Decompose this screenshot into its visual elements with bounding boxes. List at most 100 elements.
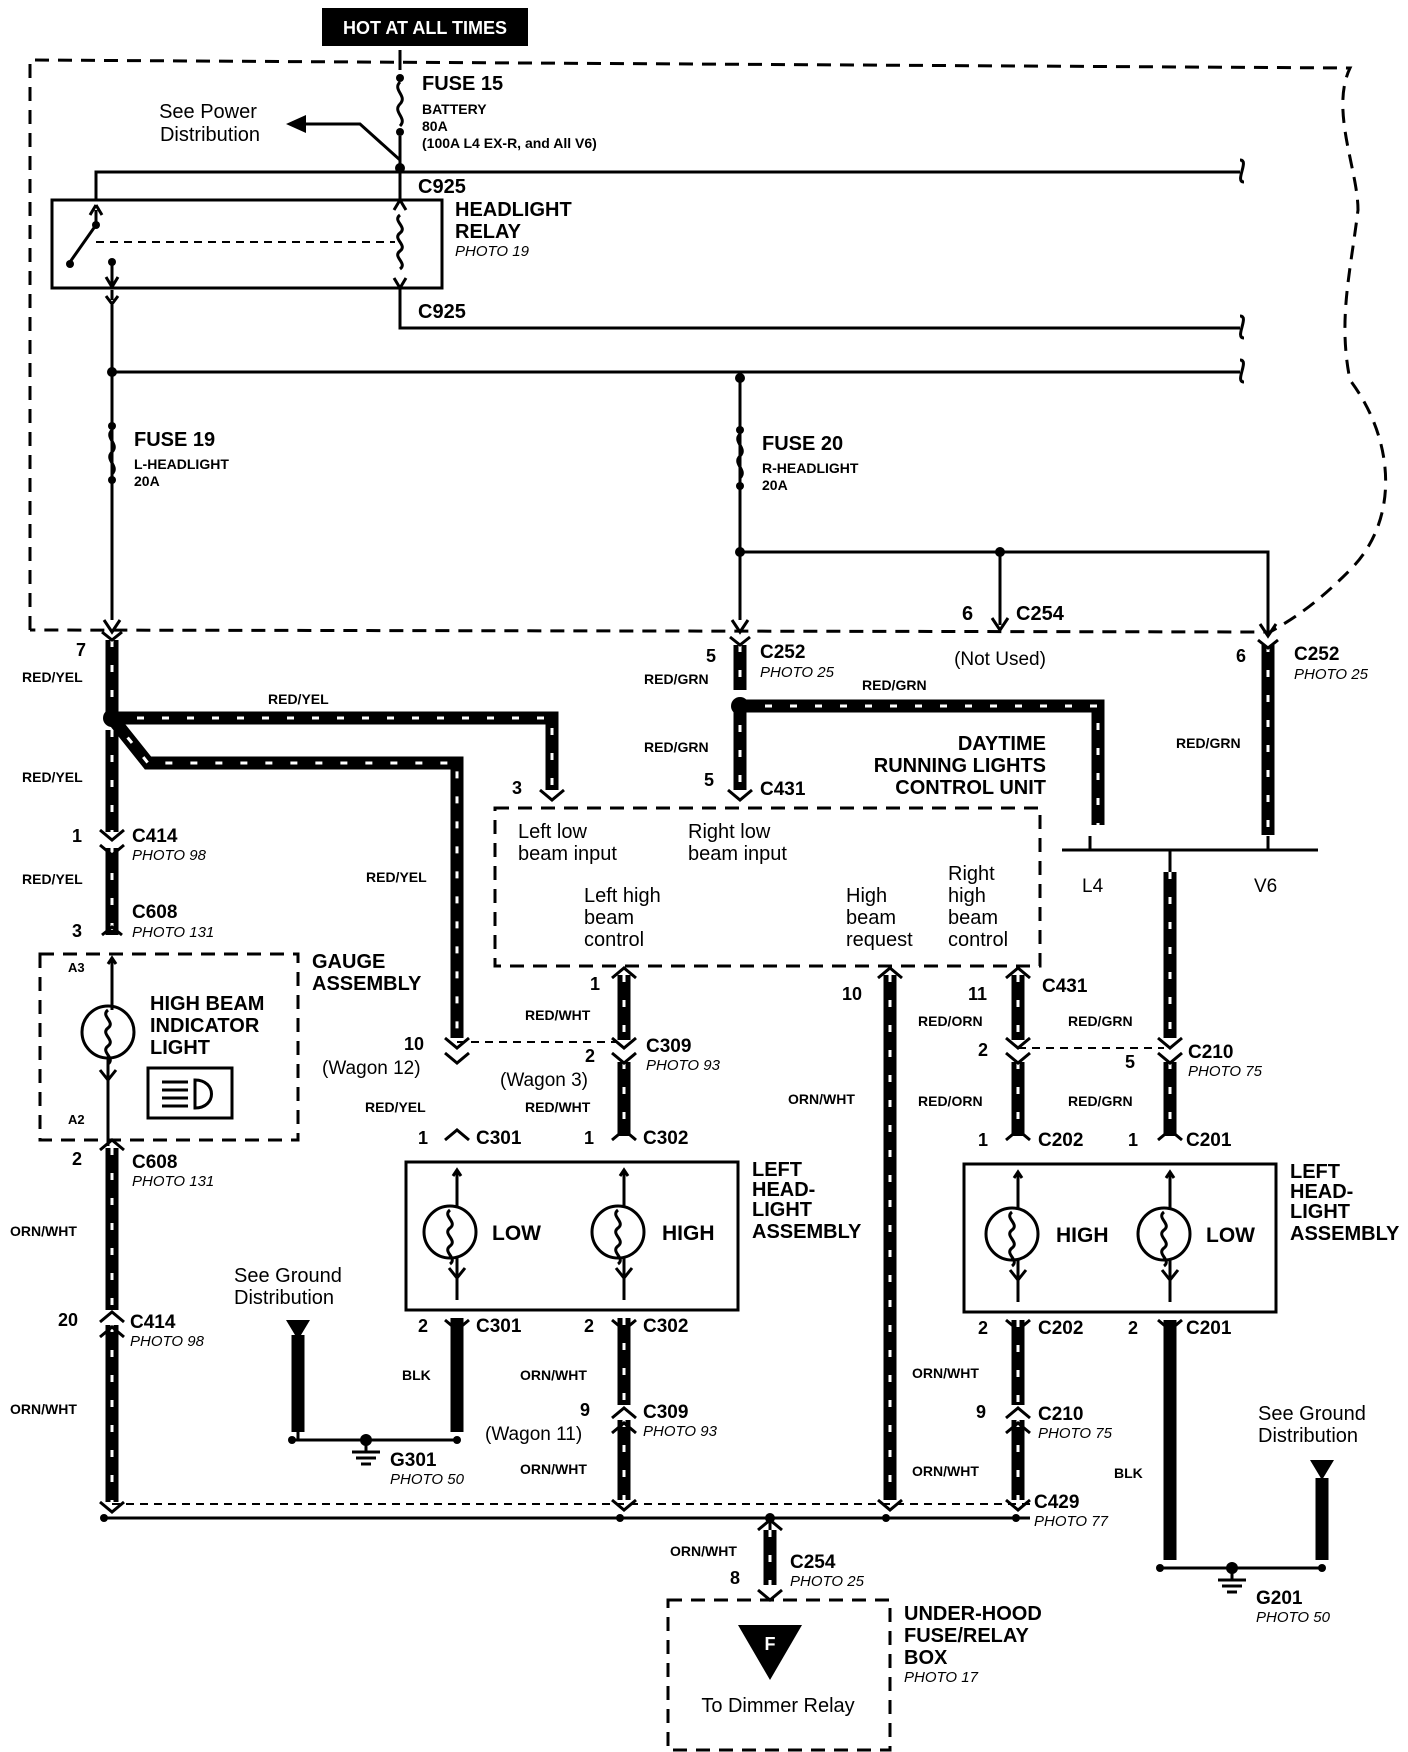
fuse15-terminal-top: [396, 74, 404, 82]
left-high-label: HIGH: [662, 1222, 715, 1245]
ground-left-label-1: See Ground: [234, 1265, 342, 1287]
c429-photo: PHOTO 77: [1034, 1513, 1109, 1530]
right-assy-title-4: ASSEMBLY: [1290, 1223, 1400, 1245]
c309-bottom-photo: PHOTO 93: [643, 1423, 718, 1440]
wire-label-7: RED/GRN: [644, 671, 709, 687]
c414-photo: PHOTO 98: [132, 847, 207, 864]
power-dist-label-2: Distribution: [160, 124, 260, 146]
c201-bottom-label: C201: [1186, 1318, 1232, 1339]
ground-left-label-2: Distribution: [234, 1287, 334, 1309]
ground-left-arrow-icon: [286, 1320, 310, 1340]
wire-label-5: RED/YEL: [366, 869, 427, 885]
left-assy-title-4: ASSEMBLY: [752, 1221, 862, 1243]
c608-label: C608: [132, 902, 177, 923]
c301-bottom-label: C301: [476, 1316, 522, 1337]
left-headlight-assembly-a: [404, 1160, 740, 1312]
drl-right-high-3: beam: [948, 907, 998, 929]
to-dimmer-relay: To Dimmer Relay: [701, 1695, 854, 1717]
fuse15-rating: BATTERY: [422, 101, 487, 117]
left-assy-title-1: LEFT: [752, 1159, 802, 1181]
pin-2-c202: 2: [978, 1318, 988, 1338]
splice-red-grn: [731, 697, 749, 715]
drl-right-high-2: high: [948, 885, 986, 907]
under-hood-title-3: BOX: [904, 1647, 948, 1669]
wagon-11: (Wagon 11): [485, 1424, 582, 1445]
pin-1-c302: 1: [584, 1128, 594, 1148]
wire-label-4: RED/YEL: [22, 871, 83, 887]
connector-labels: C252 PHOTO 25 C252 PHOTO 25 C431 C414 PH…: [130, 642, 1369, 1626]
pin-1-c414: 1: [72, 826, 82, 846]
under-hood-title-1: UNDER-HOOD: [904, 1603, 1042, 1625]
wire-label-3: RED/YEL: [22, 769, 83, 785]
c210-bottom-label: C210: [1038, 1404, 1083, 1425]
gauge-a2: A2: [68, 1112, 85, 1127]
c202-label: C202: [1038, 1130, 1083, 1151]
c309-label: C309: [646, 1036, 691, 1057]
wire-label-8: RED/GRN: [862, 677, 927, 693]
g301-photo: PHOTO 50: [390, 1471, 465, 1488]
under-hood-photo: PHOTO 17: [904, 1669, 979, 1686]
wire-label-25: BLK: [402, 1367, 431, 1383]
wire-label-11: RED/GRN: [1068, 1013, 1133, 1029]
c608-photo: PHOTO 131: [132, 924, 214, 941]
c254-label: C254: [790, 1552, 836, 1573]
pin-7: 7: [76, 640, 86, 660]
wire-label-23: ORN/WHT: [912, 1463, 979, 1479]
c302-label: C302: [643, 1128, 688, 1149]
c254-top-name: C254: [1016, 603, 1065, 625]
gauge-lamp-3: LIGHT: [150, 1037, 210, 1059]
wire-label-1: RED/YEL: [22, 669, 83, 685]
fuse20-name: FUSE 20: [762, 433, 843, 455]
wire-label-13: RED/WHT: [525, 1007, 591, 1023]
c309-photo: PHOTO 93: [646, 1057, 721, 1074]
connector-f-tag: F: [765, 1634, 776, 1654]
wire-label-24: ORN/WHT: [670, 1543, 737, 1559]
c431-right-label: C431: [1042, 976, 1088, 997]
wire-label-26: BLK: [1114, 1465, 1143, 1481]
c201-label: C201: [1186, 1130, 1232, 1151]
fuse20-label: R-HEADLIGHT: [762, 460, 859, 476]
wire-label-22: ORN/WHT: [912, 1365, 979, 1381]
pin-1-c301: 1: [418, 1128, 428, 1148]
pin-5-c431: 5: [704, 770, 714, 790]
drl-control-unit-box: [493, 806, 1042, 968]
pin-20-c414: 20: [58, 1310, 78, 1330]
fuse15-amps: 80A: [422, 118, 448, 134]
high-beam-bulb-icon: [80, 1004, 136, 1060]
pin-3-c431: 3: [512, 778, 522, 798]
pin-1-c202: 1: [978, 1130, 988, 1150]
wire-label-19: ORN/WHT: [10, 1401, 77, 1417]
fuse15-name: FUSE 15: [422, 73, 503, 95]
under-hood-box: [666, 1598, 892, 1752]
c252-photo: PHOTO 25: [760, 664, 835, 681]
g201-label: G201: [1256, 1588, 1303, 1609]
pin-5-c210: 5: [1125, 1052, 1135, 1072]
ground-g201-icon: [1218, 1562, 1246, 1594]
drl-left-high-3: control: [584, 929, 644, 951]
splice-red-yel: [103, 709, 121, 727]
c210-label: C210: [1188, 1042, 1233, 1063]
pin-2-c301: 2: [418, 1316, 428, 1336]
ground-right-arrow-icon: [1310, 1460, 1334, 1480]
pin-10-c431: 10: [842, 984, 862, 1004]
c608-bottom-label: C608: [132, 1152, 177, 1173]
c254-top-pin: 6: [962, 603, 973, 625]
pin-1-c201: 1: [1128, 1130, 1138, 1150]
fuse15-note: (100A L4 EX-R, and All V6): [422, 135, 597, 151]
wire-break-1: [1239, 158, 1245, 184]
pin-6-c252: 6: [1236, 646, 1246, 666]
c254-photo: PHOTO 25: [790, 1573, 865, 1590]
right-low-bulb-icon: [1136, 1169, 1192, 1302]
pin-8-c254: 8: [730, 1568, 740, 1588]
pin-2-c201: 2: [1128, 1318, 1138, 1338]
wagon-3: (Wagon 3): [500, 1070, 588, 1091]
fuse19-amps: 20A: [134, 473, 160, 489]
high-beam-symbol-icon: [146, 1066, 234, 1120]
drl-left-low-2: beam input: [518, 843, 617, 865]
c254-not-used: (Not Used): [954, 649, 1046, 670]
c202-bottom-label: C202: [1038, 1318, 1083, 1339]
dimmer-relay-connector-icon: [738, 1625, 802, 1680]
left-high-bulb-icon: [590, 1167, 646, 1300]
c210-bottom-photo: PHOTO 75: [1038, 1425, 1113, 1442]
